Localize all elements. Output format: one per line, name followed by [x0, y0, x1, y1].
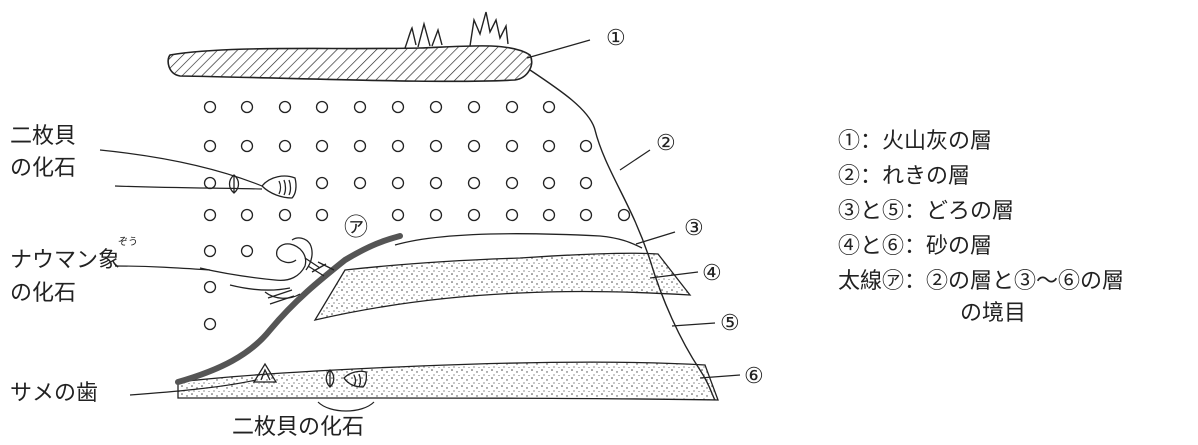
legend-item-5: 太線㋐：②の層と③～⑥の層 [838, 268, 1124, 296]
mud-layer-3-boundary [395, 234, 642, 248]
sand-layer-4 [315, 253, 690, 320]
marker-3: ③ [684, 216, 704, 241]
bottom-bivalve-label: 二枚貝の化石 [232, 414, 364, 442]
marker-5: ⑤ [720, 311, 740, 336]
legend-item-2: ②：れきの層 [838, 163, 970, 191]
legend-item-6: の境目 [960, 300, 1026, 328]
naumann-label-line1: ナウマン象 [10, 247, 120, 275]
marker-4: ④ [702, 261, 722, 286]
marker-6: ⑥ [744, 364, 764, 389]
volcanic-ash-layer [168, 46, 531, 82]
marker-2: ② [656, 131, 676, 156]
bivalve-label-line2: の化石 [10, 155, 76, 183]
legend-item-4: ④と⑥：砂の層 [838, 233, 992, 261]
bivalve-fossil-upper [230, 175, 297, 198]
legend-item-1: ①：火山灰の層 [838, 128, 992, 156]
naumann-ruby: ぞう [118, 233, 138, 248]
naumann-elephant-fossil [200, 238, 334, 304]
bivalve-label-line1: 二枚貝 [10, 123, 76, 151]
shark-tooth-label: サメの歯 [10, 380, 98, 408]
marker-a: ㋐ [344, 213, 368, 241]
legend-item-3: ③と⑤：どろの層 [838, 198, 1014, 226]
leader-lines [100, 40, 740, 411]
sand-layer-6 [178, 362, 718, 400]
grass-tufts [405, 12, 508, 48]
marker-1: ① [606, 26, 626, 51]
naumann-label-line2: の化石 [10, 280, 76, 308]
